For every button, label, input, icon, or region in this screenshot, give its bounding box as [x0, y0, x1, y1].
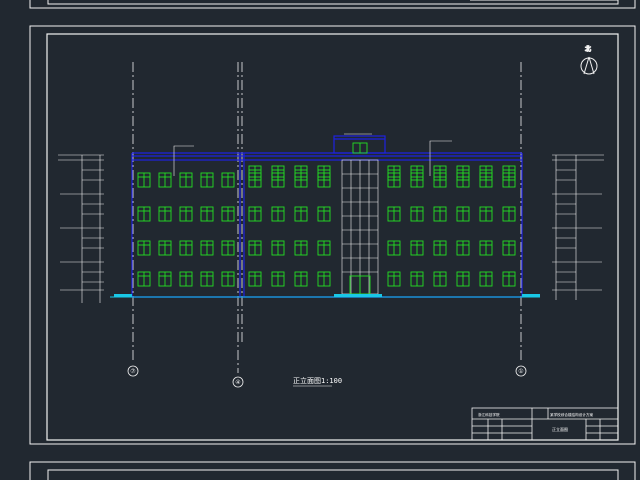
window-grid — [137, 165, 516, 287]
grid-axes — [127, 62, 527, 388]
inner-frame — [46, 33, 619, 441]
drawing-title: 正立面图1:100 — [293, 376, 342, 385]
north-arrow-icon: 北 — [580, 45, 598, 75]
facade-outline — [131, 159, 523, 298]
step-left — [114, 294, 132, 297]
svg-text:北: 北 — [585, 45, 591, 53]
title-block — [471, 407, 619, 441]
title-block-school: 浙江科技学院 — [478, 412, 500, 417]
curtain-wall — [341, 159, 379, 295]
tower-window — [352, 142, 368, 154]
title-block-sheet-name: 正立面图 — [552, 426, 568, 432]
axis-bubble-right — [515, 365, 527, 377]
title-block-project: 某学校综合楼结构设计方案 — [550, 412, 594, 417]
axis-labels: ⑦ ④ ① — [130, 368, 523, 386]
level-marks-left — [58, 154, 104, 303]
entrance-door — [349, 275, 371, 295]
outer-frame — [29, 25, 636, 445]
step-right — [522, 294, 540, 297]
axis-bubble-middle — [232, 376, 244, 388]
title-block-text: 浙江科技学院 某学校综合楼结构设计方案 正立面图 — [478, 412, 594, 432]
axis-label-middle: ④ — [235, 379, 240, 386]
building-elevation — [131, 135, 523, 298]
axis-bubble-left — [127, 365, 139, 377]
level-marks-right — [552, 154, 604, 300]
previous-sheet — [29, 0, 636, 9]
axis-label-right: ① — [518, 368, 523, 375]
axis-label-left: ⑦ — [130, 368, 135, 375]
leader-callouts — [173, 133, 452, 176]
sheet-frame — [29, 25, 636, 445]
entrance-steps — [334, 294, 382, 297]
ground-line — [110, 294, 540, 298]
next-sheet — [29, 461, 636, 480]
drawing-title-group: 正立面图1:100 — [293, 376, 342, 387]
